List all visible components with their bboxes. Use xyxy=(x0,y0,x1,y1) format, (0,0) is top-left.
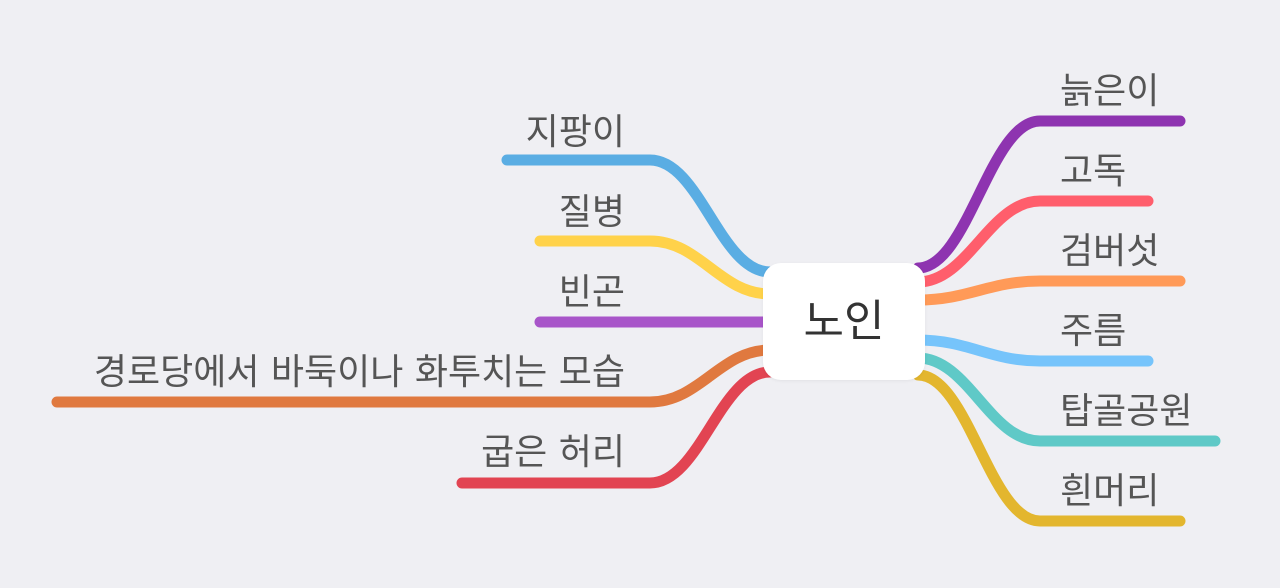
right-branch-line-0 xyxy=(912,115,1186,274)
right-branch-line-1 xyxy=(912,195,1154,288)
right-branch-label-4[interactable]: 탑골공원 xyxy=(1060,391,1193,432)
left-branch-label-4[interactable]: 굽은 허리 xyxy=(481,432,625,473)
right-branch-label-2[interactable]: 검버섯 xyxy=(1060,231,1160,272)
right-branch-label-0[interactable]: 늙은이 xyxy=(1060,71,1160,112)
right-branch-label-5[interactable]: 흰머리 xyxy=(1060,471,1160,512)
left-branch-label-3[interactable]: 경로당에서 바둑이나 화투치는 모습 xyxy=(93,352,625,393)
right-branch-label-3[interactable]: 주름 xyxy=(1060,311,1127,352)
left-branch-label-2[interactable]: 빈곤 xyxy=(558,272,625,313)
center-node-label: 노인 xyxy=(803,295,885,347)
left-branch-line-1 xyxy=(534,235,776,300)
left-branch-line-3 xyxy=(51,344,776,408)
right-branch-line-2 xyxy=(912,275,1186,306)
right-branch-label-1[interactable]: 고독 xyxy=(1060,151,1127,192)
left-branch-line-4 xyxy=(456,366,776,489)
center-node[interactable]: 노인 xyxy=(763,263,925,380)
right-branch-line-4 xyxy=(912,352,1221,447)
right-branch-line-5 xyxy=(912,369,1186,527)
left-branch-line-0 xyxy=(501,154,776,278)
left-branch-label-1[interactable]: 질병 xyxy=(558,192,625,233)
right-branch-line-3 xyxy=(912,334,1154,367)
left-branch-label-0[interactable]: 지팡이 xyxy=(525,112,625,153)
